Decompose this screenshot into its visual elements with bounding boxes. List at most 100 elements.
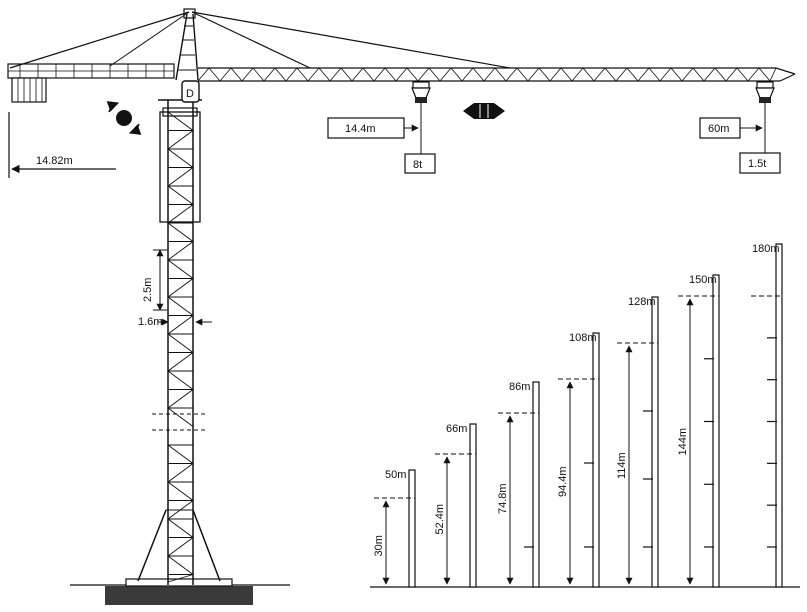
- hook-height-label: 30m: [373, 535, 385, 556]
- mast-diagonal: [167, 555, 194, 575]
- total-height-label: 86m: [509, 381, 530, 393]
- jib-web: [307, 67, 320, 82]
- height-config: 180m: [751, 243, 783, 588]
- mast-diagonal: [167, 463, 194, 483]
- crane-mast: [167, 100, 194, 585]
- jib-web: [758, 67, 771, 82]
- jib-web: [384, 67, 397, 82]
- jib-web: [692, 67, 705, 82]
- mast-diagonal: [167, 185, 194, 205]
- tower-head: [175, 8, 199, 81]
- jib-web: [219, 67, 232, 82]
- climbing-frame: [158, 99, 202, 223]
- mast-diagonal: [167, 370, 194, 390]
- jib-web: [538, 67, 551, 82]
- jib-web: [351, 67, 364, 82]
- mast-diagonal: [167, 111, 194, 131]
- trolley-right: [755, 81, 775, 153]
- jib-web: [395, 67, 408, 82]
- jib-tip: [779, 73, 796, 82]
- mast-diagonal: [167, 444, 194, 464]
- mast-diagonal: [167, 500, 194, 520]
- mast-column: [651, 296, 659, 588]
- jib-tip: [775, 67, 796, 75]
- mast-diagonal: [167, 389, 194, 409]
- jib-web: [439, 67, 452, 82]
- jib-web: [472, 67, 485, 82]
- jib-web: [571, 67, 584, 82]
- total-height-label: 108m: [569, 332, 597, 344]
- jib-web: [615, 67, 628, 82]
- jib-web: [208, 67, 221, 82]
- jib-web: [648, 67, 661, 82]
- jib-web: [681, 67, 694, 82]
- jib-web: [549, 67, 562, 82]
- counter-jib-length-label: 14.82m: [36, 155, 73, 167]
- cab-letter: D: [186, 88, 194, 100]
- load-callout-right: 60m 1.5t: [699, 117, 781, 174]
- mast-diagonal: [167, 259, 194, 279]
- mast-column: [408, 469, 416, 588]
- mast-diagonal: [167, 222, 194, 242]
- jib-web: [483, 67, 496, 82]
- hook-height-label: 114m: [616, 452, 628, 479]
- mast-diagonal: [167, 574, 194, 583]
- total-height-label: 66m: [446, 423, 467, 435]
- hook-height-label: 74.8m: [497, 483, 509, 514]
- load-radius-label: 60m: [708, 123, 729, 135]
- jib-web: [230, 67, 243, 82]
- load-radius-label: 14.4m: [345, 123, 376, 135]
- jib-web: [241, 67, 254, 82]
- jib-web: [428, 67, 441, 82]
- jib-web: [373, 67, 386, 82]
- jib-web: [747, 67, 760, 82]
- hook-height-label: 94.4m: [557, 466, 569, 497]
- mast-column: [712, 274, 720, 588]
- mast-column: [469, 423, 477, 588]
- jib-web: [769, 67, 777, 82]
- jib-web: [593, 67, 606, 82]
- jib-pendants: [9, 11, 511, 69]
- jib-web: [461, 67, 474, 82]
- jib-web: [670, 67, 683, 82]
- jib-web: [604, 67, 617, 82]
- jib-web: [252, 67, 265, 82]
- jib-web: [560, 67, 573, 82]
- operator-cab: D: [181, 80, 200, 103]
- mast-diagonal: [167, 296, 194, 316]
- mast-break-marks: [152, 413, 206, 431]
- mast-column: [775, 243, 783, 588]
- total-height-label: 180m: [752, 243, 780, 255]
- jib-web: [626, 67, 639, 82]
- mast-diagonal: [167, 130, 194, 150]
- mast-section-height-label: 2.5m: [142, 278, 154, 302]
- rotate-arrows-icon: [106, 101, 142, 135]
- mast-diagonal: [167, 315, 194, 335]
- jib-web: [505, 67, 518, 82]
- mast-diagonal: [167, 481, 194, 501]
- jib-web: [637, 67, 650, 82]
- jib-web: [714, 67, 727, 82]
- jib-web: [329, 67, 342, 82]
- jib-web: [659, 67, 672, 82]
- height-configurations: 50m30m66m52.4m86m74.8m108m94.4m128m114m1…: [370, 243, 800, 588]
- jib-web: [285, 67, 298, 82]
- jib-web: [417, 67, 430, 82]
- mast-width-dimension: 1.6m: [138, 316, 212, 328]
- jib-web: [362, 67, 375, 82]
- jib-web: [263, 67, 276, 82]
- mast-diagonal: [167, 204, 194, 224]
- counterweight: [11, 77, 47, 103]
- load-callout-left: 14.4m 8t: [327, 117, 436, 174]
- hook-height-label: 144m: [677, 428, 689, 456]
- jib-web: [582, 67, 595, 82]
- jib-web: [296, 67, 309, 82]
- total-height-label: 50m: [385, 469, 406, 481]
- mast-section-dimension: 2.5m: [142, 249, 167, 311]
- mast-diagonal: [167, 333, 194, 353]
- counter-jib-dimension: 14.82m: [8, 112, 116, 178]
- height-config: 50m 30m: [373, 469, 416, 588]
- trolley-left: [411, 81, 431, 154]
